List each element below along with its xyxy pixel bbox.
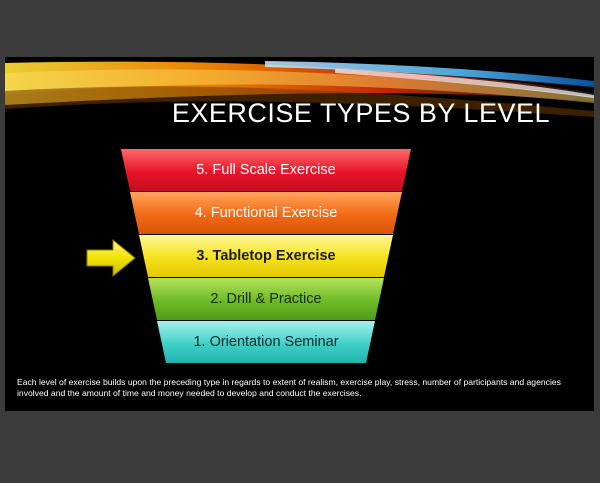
arrow-right-icon (86, 238, 136, 278)
presentation-slide: EXERCISE TYPES BY LEVEL 5. Full Scale Ex… (5, 57, 594, 411)
slide-footnote: Each level of exercise builds upon the p… (17, 377, 561, 398)
level-2-drill-practice: 2. Drill & Practice (148, 278, 384, 320)
exercise-levels-funnel: 5. Full Scale Exercise 4. Functional Exe… (5, 57, 594, 411)
slide-title: EXERCISE TYPES BY LEVEL (171, 98, 550, 128)
level-5-full-scale-exercise: 5. Full Scale Exercise (121, 149, 411, 191)
decorative-swoosh-banner (5, 61, 594, 117)
level-3-tabletop-exercise: 3. Tabletop Exercise (139, 235, 393, 277)
level-4-functional-exercise: 4. Functional Exercise (130, 192, 402, 234)
level-1-orientation-seminar: 1. Orientation Seminar (157, 321, 375, 363)
